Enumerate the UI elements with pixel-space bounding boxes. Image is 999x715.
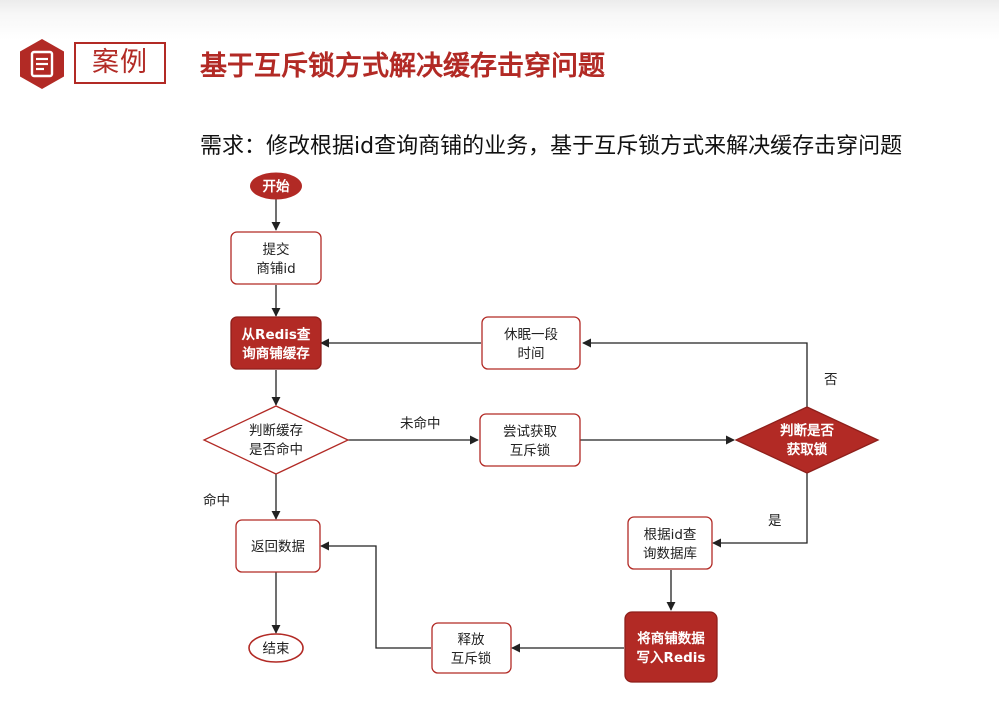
node-release-lock-line1: 释放 — [458, 632, 485, 648]
case-label: 案例 — [92, 47, 148, 78]
node-release-lock: 释放 互斥锁 — [431, 622, 512, 674]
node-return-data-label: 返回数据 — [251, 539, 305, 555]
node-return-data: 返回数据 — [235, 519, 321, 573]
node-release-lock-line2: 互斥锁 — [451, 651, 492, 667]
label-no: 否 — [824, 372, 838, 388]
node-try-lock-line2: 互斥锁 — [510, 443, 551, 459]
requirement-text: 需求：修改根据id查询商铺的业务，基于互斥锁方式来解决缓存击穿问题 — [200, 134, 903, 159]
node-end: 结束 — [248, 633, 304, 663]
node-sleep-line1: 休眠一段 — [504, 327, 558, 343]
node-query-db: 根据id查 询数据库 — [627, 516, 713, 570]
node-check-cache: 判断缓存 是否命中 — [202, 405, 350, 475]
page-title: 基于互斥锁方式解决缓存击穿问题 — [200, 51, 605, 82]
node-start-label: 开始 — [263, 178, 290, 195]
label-yes: 是 — [768, 513, 782, 529]
node-try-lock-line1: 尝试获取 — [503, 424, 557, 440]
node-start: 开始 — [250, 172, 302, 200]
node-try-lock: 尝试获取 互斥锁 — [479, 413, 581, 467]
node-check-lock-line2: 获取锁 — [787, 441, 828, 458]
node-query-db-line1: 根据id查 — [644, 527, 697, 543]
node-write-redis: 将商铺数据 写入Redis — [624, 611, 718, 683]
node-submit-id-line2: 商铺id — [256, 261, 295, 277]
case-badge: 案例 — [16, 38, 168, 90]
label-hit: 命中 — [203, 492, 230, 509]
flow-edges — [271, 199, 808, 653]
node-submit-id: 提交 商铺id — [230, 231, 322, 285]
node-end-label: 结束 — [263, 641, 290, 657]
edge-release-return — [320, 541, 431, 649]
node-query-redis-line1: 从Redis查 — [242, 326, 311, 343]
edge-checklock-querydb — [712, 472, 808, 548]
node-sleep-line2: 时间 — [518, 346, 545, 362]
label-miss: 未命中 — [400, 415, 441, 432]
node-query-redis-line2: 询商铺缓存 — [242, 345, 310, 362]
case-label-box: 案例 — [74, 42, 166, 84]
document-icon — [20, 39, 64, 89]
node-sleep: 休眠一段 时间 — [481, 316, 581, 370]
edge-checklock-sleep — [582, 338, 808, 407]
node-query-redis: 从Redis查 询商铺缓存 — [230, 316, 322, 370]
node-check-lock: 判断是否 获取锁 — [734, 406, 880, 474]
node-check-cache-line1: 判断缓存 — [249, 423, 303, 439]
node-submit-id-line1: 提交 — [263, 241, 290, 258]
node-write-redis-line2: 写入Redis — [637, 650, 706, 666]
node-write-redis-line1: 将商铺数据 — [637, 630, 705, 647]
node-check-lock-line1: 判断是否 — [780, 422, 834, 439]
node-query-db-line2: 询数据库 — [643, 546, 697, 562]
node-check-cache-line2: 是否命中 — [249, 441, 303, 458]
